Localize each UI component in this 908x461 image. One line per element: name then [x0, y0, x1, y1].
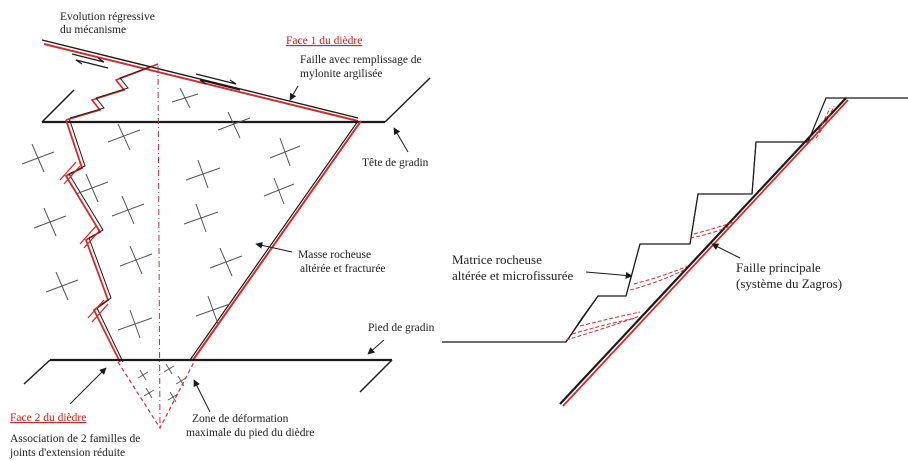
masse-label-1: Masse rocheuse: [298, 249, 371, 261]
deformation-zone-crosses: [137, 363, 187, 403]
face2-label-1: Association de 2 familles de: [10, 433, 140, 445]
zone-label-2: maximale du pied du dièdre: [186, 427, 314, 439]
zone-label-1: Zone de déformation: [192, 413, 289, 425]
left-face-hatches: [59, 161, 109, 323]
face1-fault-line-black: [41, 39, 359, 119]
matrice-label-1: Matrice rocheuse: [452, 252, 542, 267]
evolution-label-1: Evolution régressive: [60, 11, 155, 23]
regressive-steps-red: [65, 63, 159, 121]
wedge-left-face-red: [64, 119, 121, 363]
left-dihedral-panel: Evolution régressive du mécanisme Face 1…: [9, 11, 435, 459]
face1-title: Face 1 du dièdre: [286, 35, 362, 47]
wedge-right-face-red: [192, 120, 362, 361]
pied-gradin-label: Pied de gradin: [368, 322, 435, 334]
faille-label-1: Faille principale: [736, 260, 821, 275]
right-bench-panel: Matrice rocheuse altérée et microfissuré…: [442, 97, 908, 407]
face2-label-2: joints d'extension réduite: [9, 447, 125, 459]
bench-step-3-face: [625, 243, 641, 297]
wedge-centre-axis: [157, 65, 161, 431]
left-leader-arrows: [69, 85, 409, 413]
face1-label-2: mylonite argilisée: [300, 68, 383, 80]
wedge-right-face-black: [189, 120, 359, 361]
face1-fault-line-red: [43, 43, 359, 122]
microfissures: [565, 105, 835, 341]
regressive-steps-black: [69, 65, 153, 119]
evolution-label-2: du mécanisme: [60, 24, 126, 36]
bench-step-4-face: [689, 193, 699, 245]
face1-label-1: Faille avec remplissage de: [300, 54, 422, 66]
tete-gradin-label: Tête de gradin: [362, 157, 429, 169]
main-fault-black: [559, 97, 847, 405]
matrice-label-2: altérée et microfissurée: [452, 268, 573, 283]
bench-profile: [442, 97, 908, 343]
masse-label-2: altérée et fracturée: [300, 263, 386, 275]
fracture-crosses: [21, 87, 301, 339]
tete-gradin-right-slope: [384, 77, 431, 123]
face2-title: Face 2 du dièdre: [10, 412, 86, 424]
tete-gradin-left-slope: [41, 89, 75, 123]
pied-gradin-right-slope: [359, 359, 393, 393]
main-fault-red: [562, 99, 849, 407]
pied-gradin-left-slope: [23, 359, 51, 385]
bench-step-5-face: [751, 141, 757, 195]
shear-arrows: [71, 53, 241, 91]
bench-step-edges: [565, 295, 599, 343]
faille-label-2: (système du Zagros): [736, 276, 842, 291]
right-leader-arrows: [585, 243, 741, 279]
deformation-zone-outline: [117, 361, 195, 430]
